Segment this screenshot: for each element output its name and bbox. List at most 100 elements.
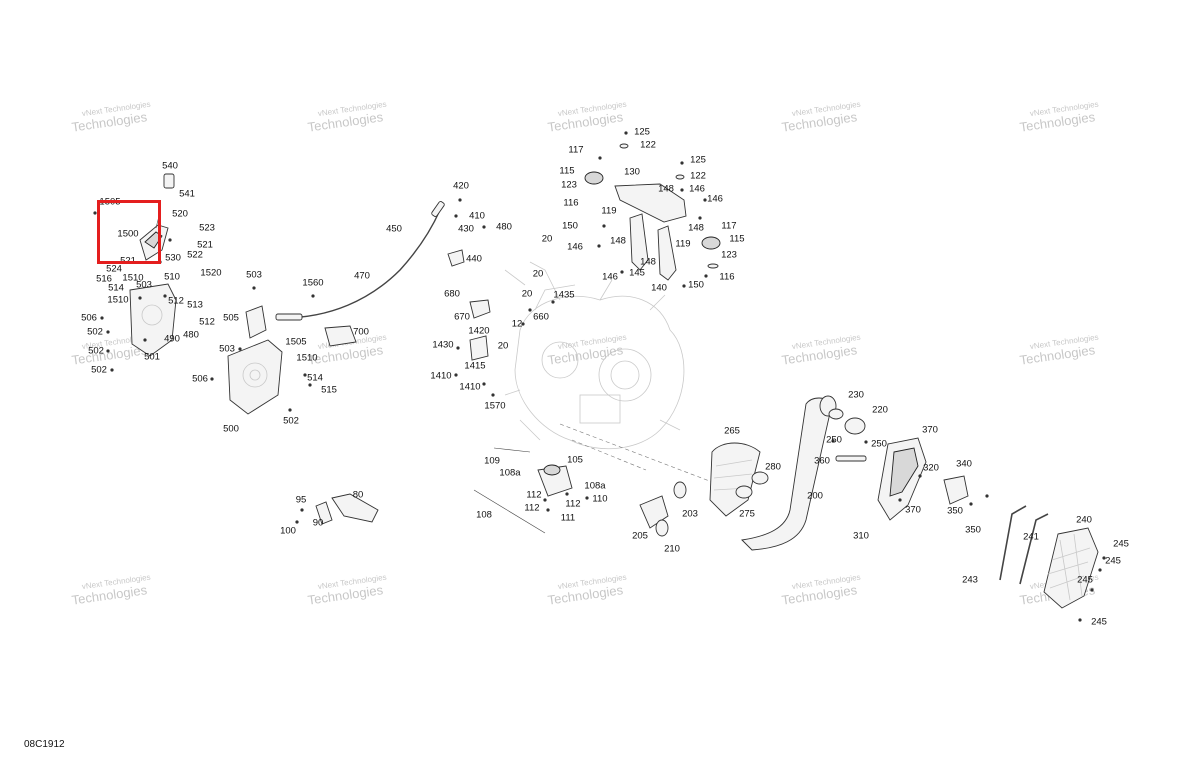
- part-callout-515[interactable]: 515: [321, 385, 337, 396]
- part-callout-140[interactable]: 140: [651, 283, 667, 294]
- part-callout-146[interactable]: 146: [602, 272, 618, 283]
- part-callout-109[interactable]: 109: [484, 456, 500, 467]
- part-callout-125[interactable]: 125: [634, 127, 650, 138]
- part-callout-148[interactable]: 148: [610, 236, 626, 247]
- part-callout-470[interactable]: 470: [354, 271, 370, 282]
- part-callout-480[interactable]: 480: [496, 222, 512, 233]
- part-callout-410[interactable]: 410: [469, 211, 485, 222]
- part-callout-512[interactable]: 512: [168, 296, 184, 307]
- part-callout-430[interactable]: 430: [458, 224, 474, 235]
- part-callout-1415[interactable]: 1415: [464, 361, 485, 372]
- part-callout-245[interactable]: 245: [1105, 556, 1121, 567]
- part-callout-1510[interactable]: 1510: [107, 295, 128, 306]
- part-callout-122[interactable]: 122: [640, 140, 656, 151]
- part-callout-1410[interactable]: 1410: [459, 382, 480, 393]
- part-callout-1435[interactable]: 1435: [553, 290, 574, 301]
- part-callout-514[interactable]: 514: [307, 373, 323, 384]
- part-callout-146[interactable]: 146: [707, 194, 723, 205]
- part-callout-119[interactable]: 119: [675, 239, 690, 250]
- part-callout-1500[interactable]: 1500: [117, 229, 138, 240]
- part-callout-241[interactable]: 241: [1023, 532, 1039, 543]
- part-callout-105[interactable]: 105: [567, 455, 583, 466]
- part-callout-1505[interactable]: 1505: [285, 337, 306, 348]
- part-callout-20[interactable]: 20: [498, 341, 509, 352]
- part-callout-245[interactable]: 245: [1077, 575, 1093, 586]
- part-callout-360[interactable]: 360: [814, 456, 830, 467]
- part-callout-210[interactable]: 210: [664, 544, 680, 555]
- part-callout-119[interactable]: 119: [601, 206, 616, 217]
- part-callout-123[interactable]: 123: [561, 180, 577, 191]
- part-callout-503[interactable]: 503: [136, 280, 152, 291]
- part-callout-340[interactable]: 340: [956, 459, 972, 470]
- part-callout-146[interactable]: 146: [567, 242, 583, 253]
- part-callout-112[interactable]: 112: [526, 490, 541, 501]
- part-callout-245[interactable]: 245: [1091, 617, 1107, 628]
- part-callout-506[interactable]: 506: [81, 313, 97, 324]
- part-callout-502[interactable]: 502: [87, 327, 103, 338]
- part-callout-205[interactable]: 205: [632, 531, 648, 542]
- part-callout-145[interactable]: 145: [629, 268, 645, 279]
- part-callout-480[interactable]: 480: [183, 330, 199, 341]
- part-callout-250[interactable]: 250: [871, 439, 887, 450]
- part-callout-116[interactable]: 116: [563, 198, 578, 209]
- part-callout-200[interactable]: 200: [807, 491, 823, 502]
- part-callout-1570[interactable]: 1570: [484, 401, 505, 412]
- part-callout-500[interactable]: 500: [223, 424, 239, 435]
- part-callout-521[interactable]: 521: [197, 240, 213, 251]
- part-callout-130[interactable]: 130: [624, 167, 640, 178]
- part-callout-660[interactable]: 660: [533, 312, 549, 323]
- part-callout-370[interactable]: 370: [905, 505, 921, 516]
- part-callout-700[interactable]: 700: [353, 327, 369, 338]
- part-callout-1430[interactable]: 1430: [432, 340, 453, 351]
- part-callout-320[interactable]: 320: [923, 463, 939, 474]
- part-callout-108a[interactable]: 108a: [584, 481, 606, 492]
- part-callout-541[interactable]: 541: [179, 189, 195, 200]
- part-callout-203[interactable]: 203: [682, 509, 698, 520]
- part-callout-512[interactable]: 512: [199, 317, 215, 328]
- part-callout-503[interactable]: 503: [246, 270, 262, 281]
- part-callout-1410[interactable]: 1410: [430, 371, 451, 382]
- part-callout-1560[interactable]: 1560: [302, 278, 323, 289]
- part-callout-240[interactable]: 240: [1076, 515, 1092, 526]
- part-callout-245[interactable]: 245: [1113, 539, 1129, 550]
- part-callout-110[interactable]: 110: [592, 494, 607, 505]
- part-callout-20[interactable]: 20: [533, 269, 544, 280]
- part-callout-440[interactable]: 440: [466, 254, 482, 265]
- part-callout-148[interactable]: 148: [640, 257, 656, 268]
- part-callout-150[interactable]: 150: [562, 221, 578, 232]
- part-callout-230[interactable]: 230: [848, 390, 864, 401]
- part-callout-1520[interactable]: 1520: [200, 268, 221, 279]
- part-callout-95[interactable]: 95: [296, 495, 307, 506]
- part-callout-100[interactable]: 100: [280, 526, 296, 537]
- part-callout-670[interactable]: 670: [454, 312, 470, 323]
- part-callout-513[interactable]: 513: [187, 300, 203, 311]
- part-callout-80[interactable]: 80: [353, 490, 364, 501]
- part-callout-510[interactable]: 510: [164, 272, 180, 283]
- part-callout-523[interactable]: 523: [199, 223, 215, 234]
- part-callout-350[interactable]: 350: [965, 525, 981, 536]
- part-callout-506[interactable]: 506: [192, 374, 208, 385]
- part-callout-540[interactable]: 540: [162, 161, 178, 172]
- part-callout-370[interactable]: 370: [922, 425, 938, 436]
- part-callout-115[interactable]: 115: [559, 166, 574, 177]
- part-callout-148[interactable]: 148: [658, 184, 674, 195]
- part-callout-680[interactable]: 680: [444, 289, 460, 300]
- part-callout-514[interactable]: 514: [108, 283, 124, 294]
- part-callout-350[interactable]: 350: [947, 506, 963, 517]
- part-callout-146[interactable]: 146: [689, 184, 705, 195]
- part-callout-220[interactable]: 220: [872, 405, 888, 416]
- part-callout-90[interactable]: 90: [313, 518, 324, 529]
- part-callout-310[interactable]: 310: [853, 531, 869, 542]
- part-callout-502[interactable]: 502: [88, 346, 104, 357]
- part-callout-20[interactable]: 20: [542, 234, 553, 245]
- part-callout-111[interactable]: 111: [561, 513, 575, 524]
- part-callout-125[interactable]: 125: [690, 155, 706, 166]
- part-callout-275[interactable]: 275: [739, 509, 755, 520]
- part-callout-502[interactable]: 502: [283, 416, 299, 427]
- part-callout-530[interactable]: 530: [165, 253, 181, 264]
- part-callout-150[interactable]: 150: [688, 280, 704, 291]
- part-callout-117[interactable]: 117: [721, 221, 736, 232]
- part-callout-520[interactable]: 520: [172, 209, 188, 220]
- part-callout-117[interactable]: 117: [568, 145, 583, 156]
- part-callout-502[interactable]: 502: [91, 365, 107, 376]
